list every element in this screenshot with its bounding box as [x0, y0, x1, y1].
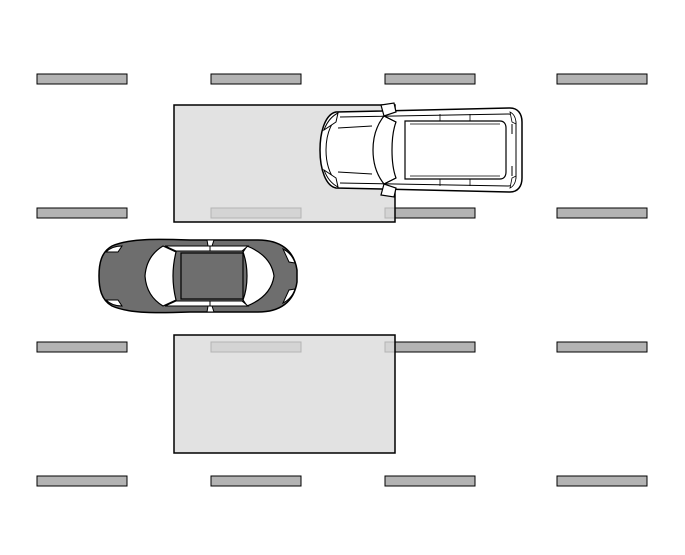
lane-marking-dash	[556, 73, 648, 85]
sedan-side-window-bottom	[164, 300, 250, 307]
lane-marking-dash	[36, 341, 128, 353]
suv-roof	[404, 120, 507, 180]
suv-mirror-top	[380, 102, 397, 117]
lane-marking-dash	[384, 207, 476, 219]
suv-hood-crease-bottom	[337, 171, 373, 175]
suv-a-pillar-top	[383, 115, 397, 123]
suv-hood-left	[325, 117, 337, 183]
lane-marking-dash	[556, 475, 648, 487]
highlight-zone-lower	[173, 334, 396, 454]
sedan-head-light-top	[281, 247, 296, 264]
sedan-mirror-bottom	[206, 305, 215, 313]
suv-rear-window-bottom	[509, 175, 517, 189]
suv-hood-crease-top	[337, 125, 373, 129]
sedan-rear-window	[144, 245, 177, 307]
sedan-head-light-bottom	[281, 288, 296, 305]
suv-vehicle	[319, 102, 523, 198]
lane-marking-dash	[36, 475, 128, 487]
sedan-roof	[180, 252, 244, 300]
lane-marking-dash	[210, 475, 302, 487]
lane-marking-dash	[556, 341, 648, 353]
lane-marking-dash	[36, 73, 128, 85]
suv-mirror-bottom	[380, 183, 397, 198]
suv-rear-window-top	[509, 111, 517, 125]
sedan-vehicle	[98, 238, 298, 314]
lane-marking-dash	[36, 207, 128, 219]
sedan-tail-light-bottom	[104, 299, 123, 307]
suv-a-pillar-bottom	[383, 177, 397, 185]
lane-marking-dash	[384, 341, 476, 353]
sedan-side-window-top	[164, 245, 250, 252]
suv-headlight-top	[322, 112, 339, 132]
suv-headlight-bottom	[322, 168, 339, 188]
lane-marking-dash	[210, 73, 302, 85]
lane-marking-dash	[384, 475, 476, 487]
sedan-mirror-top	[206, 239, 215, 247]
lane-marking-dash	[556, 207, 648, 219]
sedan-windshield	[242, 245, 275, 307]
lane-marking-dash	[384, 73, 476, 85]
sedan-tail-light-top	[104, 245, 123, 253]
